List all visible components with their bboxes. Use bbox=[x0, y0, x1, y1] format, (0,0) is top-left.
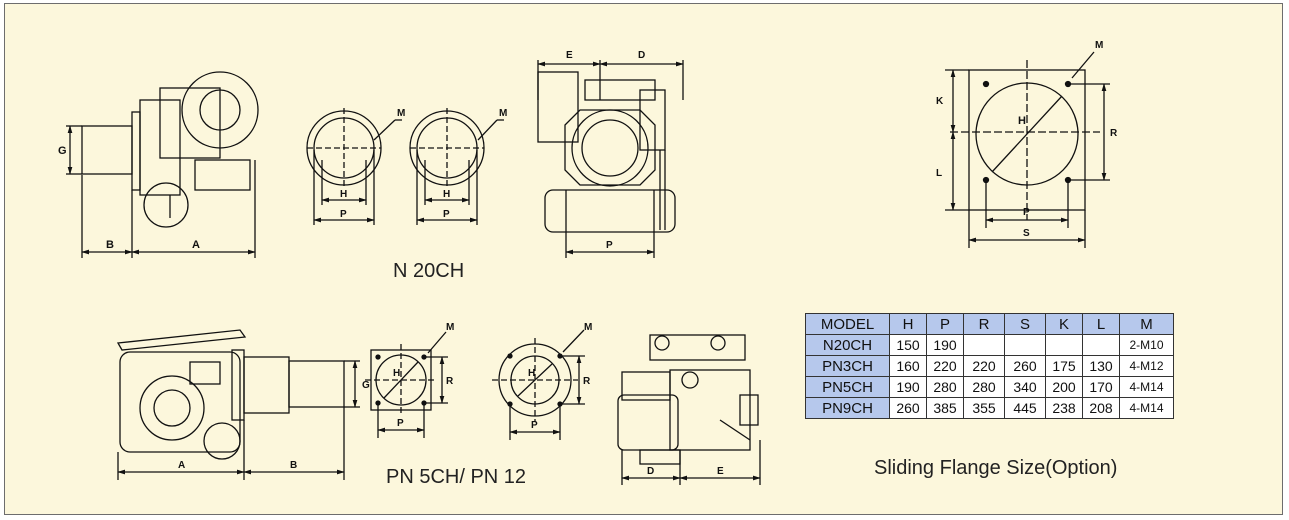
header-m: M bbox=[1119, 313, 1174, 335]
label-A: A bbox=[192, 239, 200, 251]
header-s: S bbox=[1004, 313, 1046, 335]
cell-s: 340 bbox=[1004, 376, 1046, 398]
cell-h: 260 bbox=[889, 397, 927, 419]
cell-r: 355 bbox=[963, 397, 1005, 419]
caption-n20ch: N 20CH bbox=[393, 260, 465, 282]
label-G: G bbox=[362, 380, 370, 391]
cell-s: 445 bbox=[1004, 397, 1046, 419]
table-row: PN5CH 190 280 280 340 200 170 4-M14 bbox=[805, 376, 1174, 398]
label-R: R bbox=[1110, 128, 1118, 139]
label-R: R bbox=[583, 376, 591, 387]
label-S: S bbox=[1023, 228, 1030, 239]
table-row: N20CH 150 190 2-M10 bbox=[805, 334, 1174, 356]
cell-h: 190 bbox=[889, 376, 927, 398]
label-H: H bbox=[393, 368, 400, 379]
cell-r bbox=[963, 334, 1005, 356]
label-K: K bbox=[936, 96, 944, 107]
table-header-row: MODEL H P R S K L M bbox=[805, 313, 1174, 335]
label-M: M bbox=[1095, 40, 1103, 51]
cell-m: 2-M10 bbox=[1119, 334, 1174, 356]
burner-pn-front-view bbox=[617, 334, 759, 465]
cell-p: 220 bbox=[926, 355, 964, 377]
label-G: G bbox=[58, 145, 67, 157]
header-h: H bbox=[889, 313, 927, 335]
cell-p: 190 bbox=[926, 334, 964, 356]
label-P: P bbox=[443, 209, 450, 220]
cell-p: 280 bbox=[926, 376, 964, 398]
caption-pn5ch-pn12: PN 5CH/ PN 12 bbox=[386, 466, 527, 488]
label-P: P bbox=[1023, 207, 1030, 218]
label-H: H bbox=[443, 189, 450, 200]
cell-p: 385 bbox=[926, 397, 964, 419]
cell-l: 208 bbox=[1082, 397, 1120, 419]
header-p: P bbox=[926, 313, 964, 335]
label-P: P bbox=[340, 209, 347, 220]
cell-l: 130 bbox=[1082, 355, 1120, 377]
cell-m: 4-M12 bbox=[1119, 355, 1174, 377]
cell-model: PN3CH bbox=[805, 355, 890, 377]
label-D: D bbox=[638, 50, 645, 61]
label-H: H bbox=[340, 189, 347, 200]
flange-size-table: MODEL H P R S K L M N20CH 150 190 2-M10 … bbox=[805, 313, 1174, 419]
flange-square-large bbox=[950, 60, 1100, 248]
cell-l bbox=[1082, 334, 1120, 356]
burner-n20-front-view bbox=[537, 71, 676, 233]
table-row: PN3CH 160 220 220 260 175 130 4-M12 bbox=[805, 355, 1174, 377]
cell-s bbox=[1004, 334, 1046, 356]
header-r: R bbox=[963, 313, 1005, 335]
cell-model: PN5CH bbox=[805, 376, 890, 398]
label-R: R bbox=[446, 376, 454, 387]
cell-s: 260 bbox=[1004, 355, 1046, 377]
cell-l: 170 bbox=[1082, 376, 1120, 398]
cell-m: 4-M14 bbox=[1119, 397, 1174, 419]
header-l: L bbox=[1082, 313, 1120, 335]
label-M: M bbox=[446, 322, 454, 333]
cell-m: 4-M14 bbox=[1119, 376, 1174, 398]
header-model: MODEL bbox=[805, 313, 890, 335]
cell-h: 150 bbox=[889, 334, 927, 356]
label-D: D bbox=[647, 466, 654, 477]
label-B: B bbox=[106, 239, 114, 251]
burner-n20-side-view bbox=[81, 71, 259, 258]
label-P: P bbox=[531, 420, 538, 431]
cell-k: 175 bbox=[1045, 355, 1083, 377]
label-P: P bbox=[606, 240, 613, 251]
cell-k: 238 bbox=[1045, 397, 1083, 419]
flange-square-small bbox=[365, 344, 437, 438]
cell-r: 220 bbox=[963, 355, 1005, 377]
flange-round-1 bbox=[306, 108, 382, 225]
header-k: K bbox=[1045, 313, 1083, 335]
label-P: P bbox=[397, 418, 404, 429]
cell-h: 160 bbox=[889, 355, 927, 377]
label-M: M bbox=[499, 108, 507, 119]
label-M: M bbox=[584, 322, 592, 333]
cell-k: 200 bbox=[1045, 376, 1083, 398]
label-H: H bbox=[1018, 115, 1026, 127]
label-E: E bbox=[717, 466, 724, 477]
cell-model: PN9CH bbox=[805, 397, 890, 419]
cell-r: 280 bbox=[963, 376, 1005, 398]
cell-model: N20CH bbox=[805, 334, 890, 356]
label-L: L bbox=[936, 168, 942, 179]
table-row: PN9CH 260 385 355 445 238 208 4-M14 bbox=[805, 397, 1174, 419]
label-A: A bbox=[178, 460, 185, 471]
cell-k bbox=[1045, 334, 1083, 356]
label-M: M bbox=[397, 108, 405, 119]
flange-round-2 bbox=[409, 108, 485, 225]
burner-pn-side-view bbox=[116, 329, 345, 460]
label-B: B bbox=[290, 460, 297, 471]
caption-flange-table: Sliding Flange Size(Option) bbox=[874, 457, 1118, 479]
label-H: H bbox=[528, 368, 535, 379]
label-E: E bbox=[566, 50, 573, 61]
